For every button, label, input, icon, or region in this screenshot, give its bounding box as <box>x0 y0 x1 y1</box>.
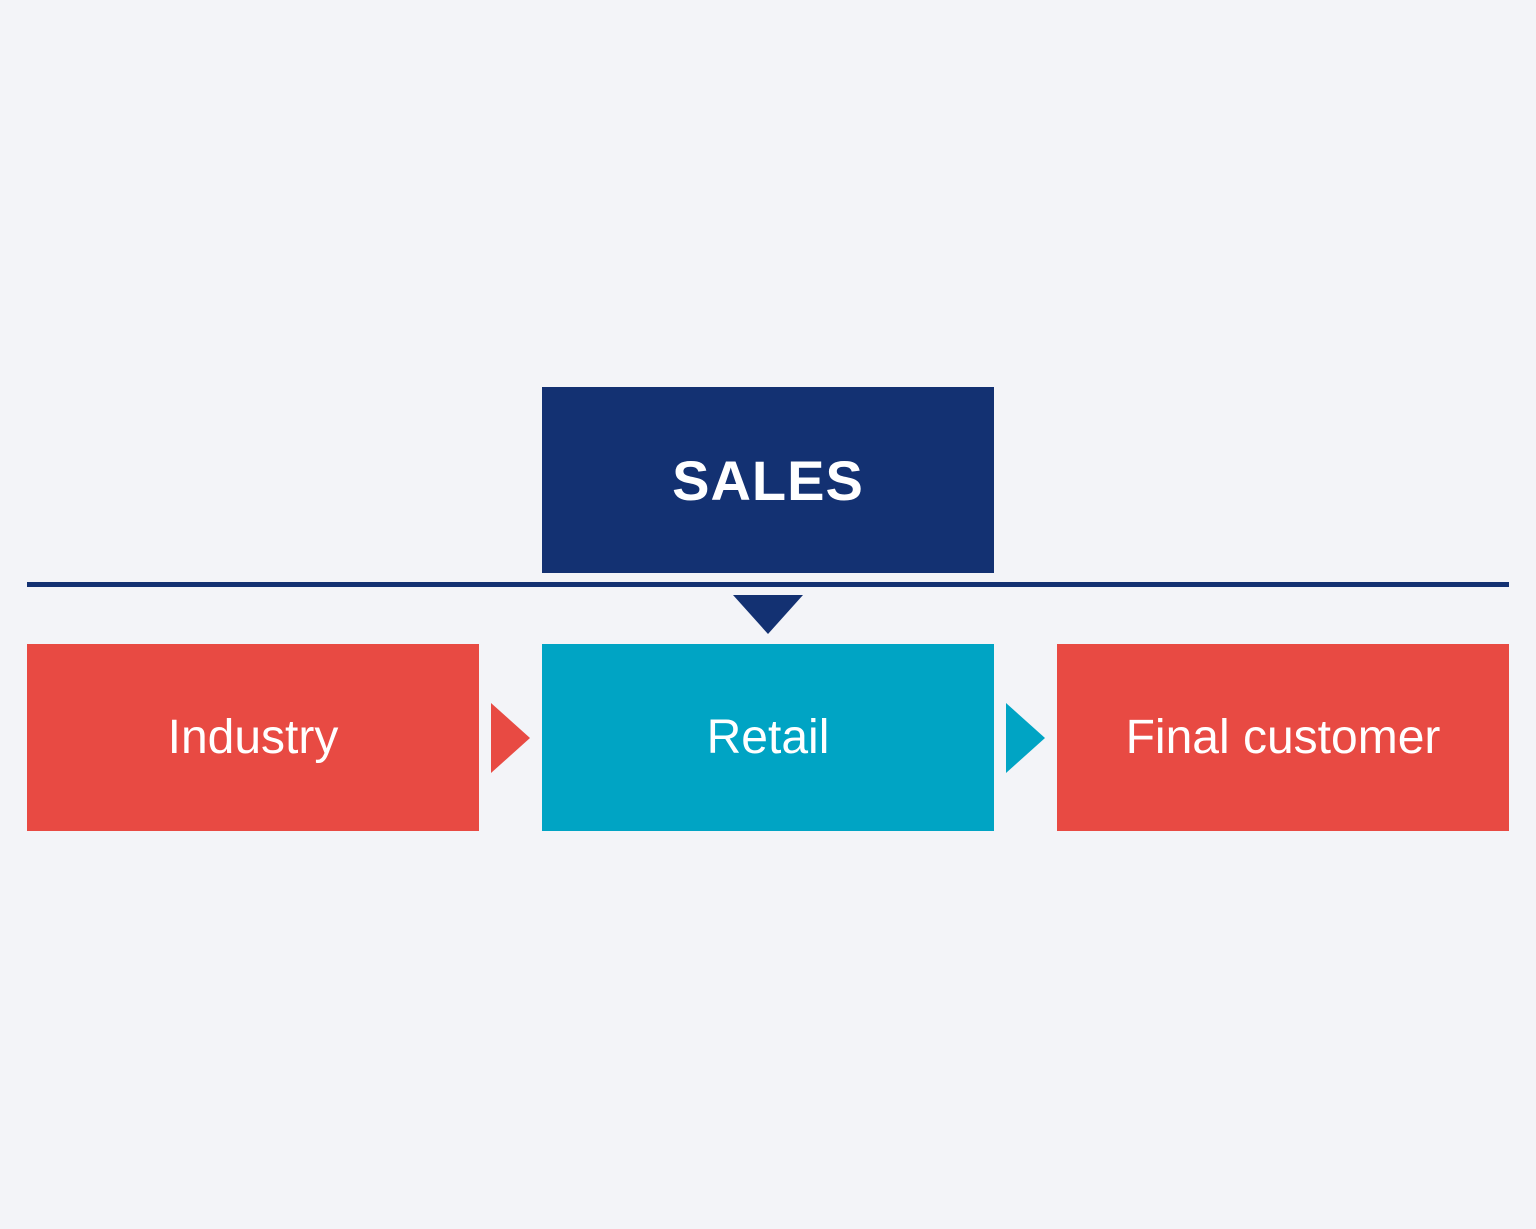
industry-label: Industry <box>167 711 339 764</box>
right-arrow-icon <box>1006 703 1045 773</box>
final-customer-box: Final customer <box>1057 644 1509 831</box>
final-customer-label: Final customer <box>1125 711 1441 764</box>
industry-box: Industry <box>27 644 479 831</box>
sales-box: SALES <box>542 387 994 573</box>
right-arrow-icon <box>491 703 530 773</box>
down-arrow-icon <box>733 595 803 634</box>
retail-label: Retail <box>706 711 830 764</box>
divider-line <box>27 582 1509 587</box>
retail-box: Retail <box>542 644 994 831</box>
sales-label: SALES <box>672 448 864 512</box>
